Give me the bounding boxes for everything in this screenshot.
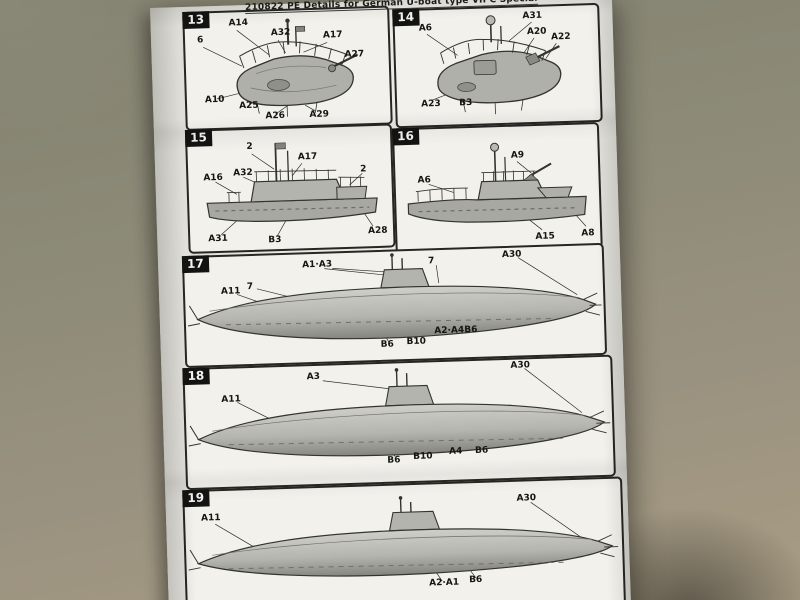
- part-label: 7: [246, 281, 254, 293]
- panel-18: 18 A3 A30 A11 B6 B10: [182, 354, 616, 491]
- part-label: A20: [526, 26, 547, 38]
- part-label: A17: [297, 151, 318, 163]
- panel-number: 15: [184, 129, 213, 147]
- part-label: A1·A3: [302, 259, 333, 271]
- conning-tower-rear-drawing: [203, 18, 359, 117]
- part-label: A29: [309, 109, 330, 121]
- part-label: A30: [510, 360, 531, 371]
- panel-number: 16: [391, 127, 420, 146]
- part-label: A6: [418, 23, 433, 34]
- part-label: 2: [246, 141, 253, 153]
- part-label: A31: [208, 233, 228, 245]
- conning-tower-side-drawing: [407, 142, 587, 231]
- part-label: A30: [516, 493, 537, 504]
- panel-17: 17 A11 7 A1·A3 7 A30: [181, 242, 608, 369]
- part-label: A15: [535, 231, 556, 243]
- panel-16: 16 A9 A6 A15 A8: [391, 121, 603, 255]
- part-label: A9: [510, 150, 525, 161]
- part-label: B6: [387, 455, 401, 466]
- part-label: B6: [464, 324, 478, 336]
- part-label: A32: [233, 167, 253, 179]
- instruction-sheet: 210822 PE Details for German U-boat type…: [150, 0, 633, 600]
- part-label: A8: [581, 228, 595, 239]
- panel-19: 19 A11 A30 A2·A1 B6: [182, 476, 627, 600]
- part-label: A28: [367, 225, 388, 237]
- part-label: A11: [220, 286, 241, 297]
- part-label: B3: [268, 234, 282, 246]
- part-label: B10: [406, 336, 427, 348]
- submarine-profile-drawing: [188, 496, 619, 582]
- part-label: A25: [238, 100, 259, 112]
- part-label: A11: [221, 394, 241, 405]
- part-label: B3: [458, 97, 473, 109]
- part-label: 6: [196, 35, 204, 46]
- submarine-profile-drawing: [187, 253, 602, 342]
- submarine-profile-drawing: [188, 368, 611, 457]
- panel-number: 14: [392, 8, 420, 27]
- part-label: A31: [522, 10, 543, 22]
- conning-tower-rear-drawing: [426, 15, 562, 115]
- panel-number: 13: [182, 11, 210, 29]
- part-label: B6: [380, 339, 394, 350]
- panel-15: 15 2 A32 A17 2 A16 A31 B3 A28: [184, 123, 396, 254]
- part-label: 7: [427, 256, 435, 267]
- part-label: A10: [204, 94, 225, 106]
- part-label: A14: [228, 17, 249, 29]
- part-label: A2·A4: [434, 325, 465, 337]
- part-label: A26: [265, 110, 286, 122]
- panel-number: 18: [182, 367, 210, 386]
- conning-tower-side-drawing: [206, 142, 378, 237]
- part-label: A2·A1: [429, 577, 460, 589]
- part-label: B6: [474, 445, 489, 457]
- part-label: A4: [448, 446, 463, 457]
- part-label: 2: [360, 164, 367, 175]
- panel-13: 13 6 A14 A32 A17 A27 A10 A2: [182, 5, 393, 131]
- part-label: A30: [501, 249, 522, 261]
- part-label: A16: [203, 172, 224, 184]
- panel-number: 19: [182, 489, 210, 508]
- part-label: B6: [468, 574, 483, 586]
- part-label: A17: [322, 29, 343, 41]
- part-label: A32: [270, 27, 291, 39]
- panel-number: 17: [181, 255, 210, 274]
- part-label: B10: [413, 451, 433, 462]
- part-label: A27: [344, 49, 365, 60]
- part-label: A23: [421, 98, 441, 110]
- part-label: A22: [550, 31, 571, 43]
- panel-14: 14 A6 A31 A20 A22 A23 B3: [392, 2, 603, 129]
- part-label: A11: [200, 513, 221, 524]
- part-label: A6: [417, 175, 431, 186]
- part-label: A3: [306, 371, 321, 383]
